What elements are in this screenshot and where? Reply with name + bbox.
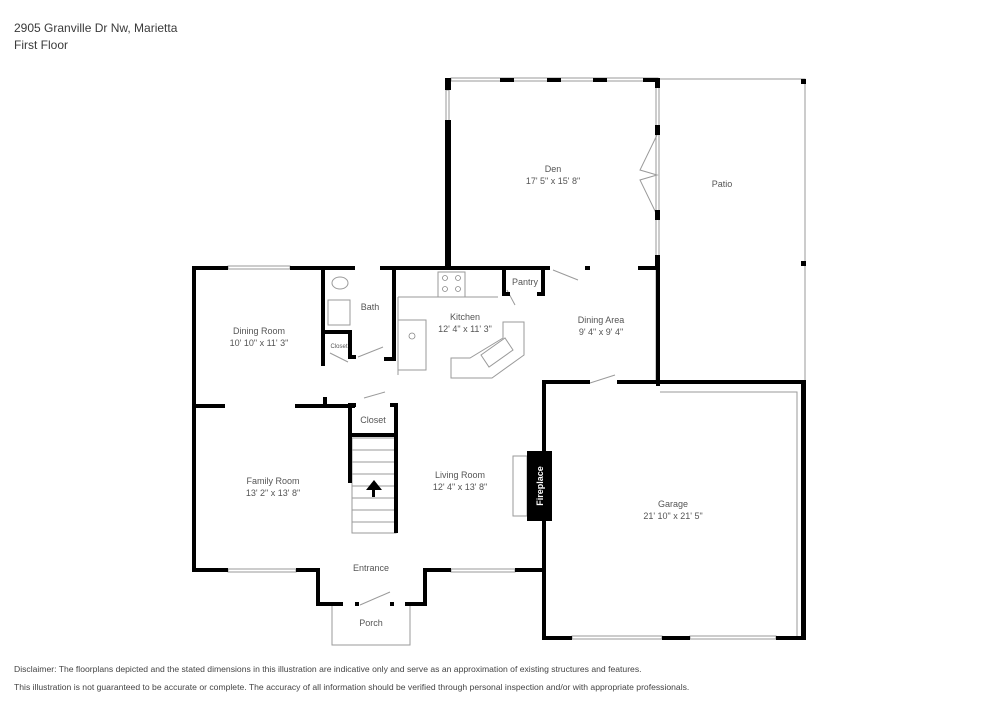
floor-label: First Floor [14, 38, 68, 52]
living-room-label: Living Room [435, 470, 485, 480]
patio-label: Patio [712, 179, 733, 189]
disclaimer-line-2: This illustration is not guaranteed to b… [14, 682, 690, 692]
den-dimensions: 17' 5" x 15' 8" [526, 176, 580, 186]
bath-label: Bath [361, 302, 380, 312]
entrance-label: Entrance [353, 563, 389, 573]
bath-closet-label: Closet [330, 344, 347, 350]
stove-icon [408, 275, 461, 340]
kitchen-dimensions: 12' 4" x 11' 3" [438, 324, 492, 334]
pantry-label: Pantry [512, 277, 539, 287]
garage-label: Garage [658, 499, 688, 509]
fireplace-label: Fireplace [535, 466, 545, 506]
kitchen-label: Kitchen [450, 312, 480, 322]
address-title: 2905 Granville Dr Nw, Marietta [14, 21, 178, 35]
thin-outlines [227, 77, 806, 646]
den-label: Den [545, 164, 562, 174]
dining-area-dimensions: 9' 4" x 9' 4" [579, 327, 623, 337]
closet-label: Closet [360, 415, 386, 425]
family-room-label: Family Room [246, 476, 299, 486]
disclaimer-line-1: Disclaimer: The floorplans depicted and … [14, 664, 642, 674]
dining-room-label: Dining Room [233, 326, 285, 336]
porch-label: Porch [359, 618, 383, 628]
garage-dimensions: 21' 10" x 21' 5" [643, 511, 702, 521]
family-room-dimensions: 13' 2" x 13' 8" [246, 488, 300, 498]
stairs-up-arrow-icon [366, 480, 382, 497]
walls [192, 78, 806, 640]
living-room-dimensions: 12' 4" x 13' 8" [433, 482, 487, 492]
dining-room-dimensions: 10' 10" x 11' 3" [230, 338, 289, 348]
dining-area-label: Dining Area [578, 315, 625, 325]
fireplace [527, 451, 552, 521]
